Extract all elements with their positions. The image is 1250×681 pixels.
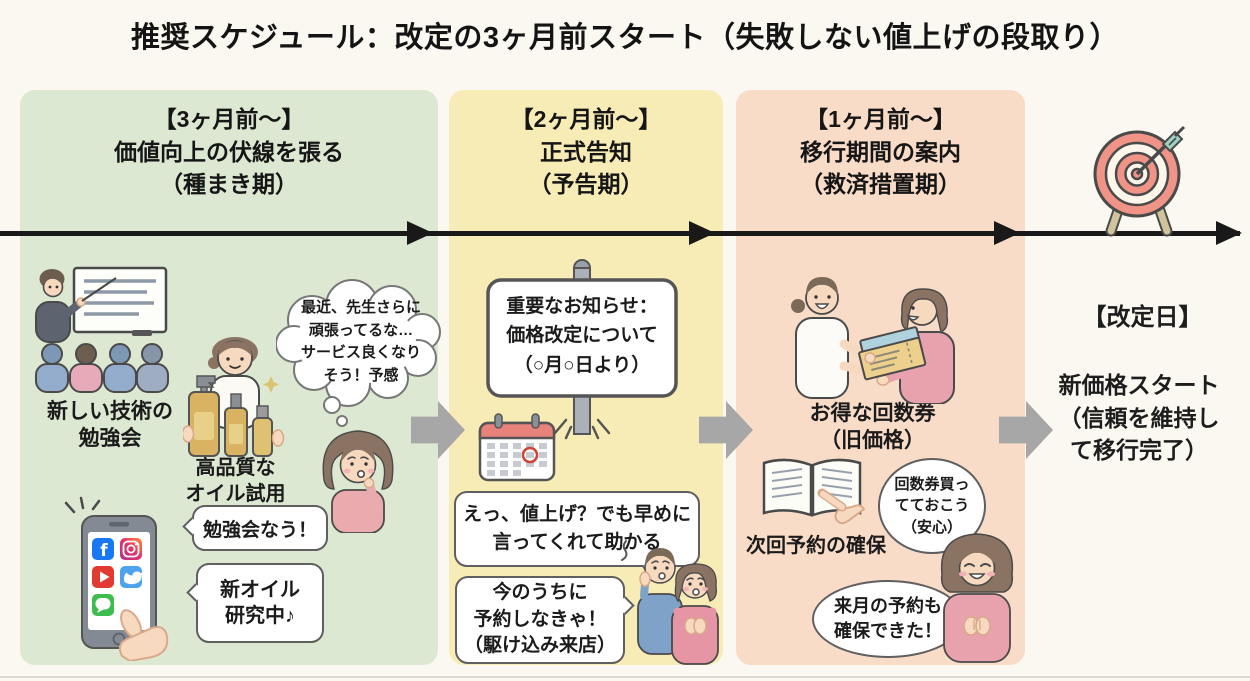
signboard-text: 重要なお知らせ： 価格改定について （○月○日より） — [506, 296, 658, 376]
reaction-bubble-1-text: えっ、値上げ？でも早めに 言ってくれて助かる — [462, 504, 691, 553]
revision-date-label: 【改定日】 — [1082, 304, 1203, 331]
seminar-caption: 新しい技術の 勉強会 — [47, 400, 173, 451]
phase1-header: 【3ヶ月前〜】 価値向上の伏線を張る （種まき期） — [114, 106, 344, 198]
signboard-icon — [478, 258, 686, 450]
target-icon — [1083, 124, 1195, 238]
youtube-icon — [92, 566, 114, 588]
bottom-divider — [0, 676, 1250, 678]
seminar-illustration-icon — [28, 262, 173, 397]
goal-result-text: 新価格スタート （信頼を維持し て移行完了） — [1058, 372, 1220, 464]
reaction-bubble-1: えっ、値上げ？でも早めに 言ってくれて助かる — [454, 491, 700, 577]
line-icon — [92, 594, 114, 616]
timeline-arrowhead-1-icon — [407, 221, 433, 245]
timeline-arrowhead-2-icon — [689, 221, 715, 245]
oil-bottles-illustration-icon — [183, 332, 295, 464]
page-title: 推奨スケジュール：改定の3ヶ月前スタート（失敗しない値上げの段取り） — [130, 22, 1120, 54]
happy-customer-icon — [928, 522, 1026, 664]
reservation-book-icon — [756, 455, 871, 527]
sns-bubble-2: 新オイル 研究中♪ — [186, 563, 324, 643]
booking-caption: 次回予約の確保 — [746, 535, 886, 557]
surprised-couple-icon — [612, 538, 722, 665]
thought-cloud-icon — [276, 278, 444, 428]
twitter-icon — [120, 566, 144, 588]
oil-caption: 高品質な オイル試用 — [185, 457, 286, 505]
facebook-icon: f — [92, 538, 114, 561]
timeline-arrow — [0, 231, 1240, 236]
smartphone-sns-icon: f — [52, 496, 192, 661]
voucher-caption: お得な回数券 （旧価格） — [809, 402, 936, 452]
instagram-icon — [120, 538, 142, 560]
thinking-woman-icon — [308, 418, 408, 533]
reassure-bubble-text: 回数券買っ てておこう （安心） — [894, 476, 970, 536]
phase3-header: 【1ヶ月前〜】 移行期間の案内 （救済措置期） — [800, 106, 961, 198]
sns-bubble-1-text: 勉強会なう！ — [202, 519, 317, 541]
reaction-bubble-2: 今のうちに 予約しなきゃ！ （駆け込み来店） — [455, 576, 635, 664]
thought-bubble-text: 最近、先生さらに 頑張ってるな… サービス良くなり そう！予感 — [300, 299, 421, 384]
voucher-handover-icon — [772, 266, 977, 404]
sns-bubble-2-text: 新オイル 研究中♪ — [220, 579, 300, 627]
timeline-arrowhead-4-icon — [1216, 221, 1242, 245]
timeline-arrowhead-3-icon — [994, 221, 1020, 245]
phase2-header: 【2ヶ月前〜】 正式告知 （予告期） — [510, 106, 662, 198]
sns-bubble-1: 勉強会なう！ — [182, 505, 328, 551]
calendar-icon — [477, 411, 557, 483]
reaction-bubble-2-text: 今のうちに 予約しなきゃ！ （駆け込み来店） — [463, 582, 616, 657]
svg-text:f: f — [100, 541, 108, 561]
secured-bubble-text: 来月の予約も 確保できた！ — [834, 595, 942, 641]
